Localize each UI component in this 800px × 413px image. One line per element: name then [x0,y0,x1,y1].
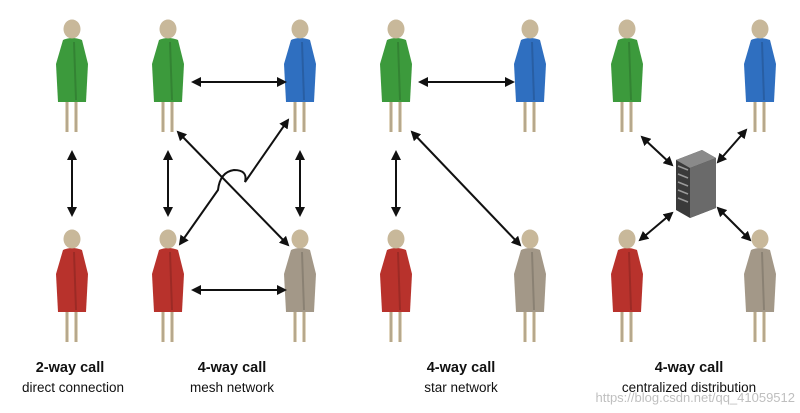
person-icon [744,229,776,342]
double-arrow [176,130,290,247]
caption-mesh-network: 4-way call mesh network [190,360,274,395]
double-arrow [716,206,752,242]
caption-subtitle: mesh network [190,380,274,395]
person-icon [514,229,546,342]
caption-subtitle: direct connection [22,380,124,395]
person-icon [284,19,316,132]
caption-subtitle: star network [424,380,498,395]
caption-star-network: 4-way call star network [424,360,498,395]
server-icon [676,150,716,218]
double-arrow [716,128,748,164]
person-icon [56,229,88,342]
person-icon [514,19,546,132]
caption-subtitle: centralized distribution [622,380,756,395]
people-layer [56,19,776,342]
double-arrow [178,118,290,246]
caption-direct-connection: 2-way call direct connection [22,360,124,395]
person-icon [611,229,643,342]
caption-title: 4-way call [198,360,267,376]
double-arrow [640,135,674,167]
person-icon [380,19,412,132]
caption-title: 4-way call [655,360,724,376]
caption-title: 4-way call [427,360,496,376]
watermark: https://blog.csdn.net/qq_41059512 [596,390,796,405]
person-icon [744,19,776,132]
person-icon [284,229,316,342]
person-icon [152,229,184,342]
arrows-layer [67,77,752,295]
caption-centralized-distribution: 4-way call centralized distribution [622,360,756,395]
person-icon [56,19,88,132]
person-icon [152,19,184,132]
person-icon [380,229,412,342]
caption-title: 2-way call [36,360,105,376]
person-icon [611,19,643,132]
double-arrow [410,130,522,247]
double-arrow [638,211,674,242]
